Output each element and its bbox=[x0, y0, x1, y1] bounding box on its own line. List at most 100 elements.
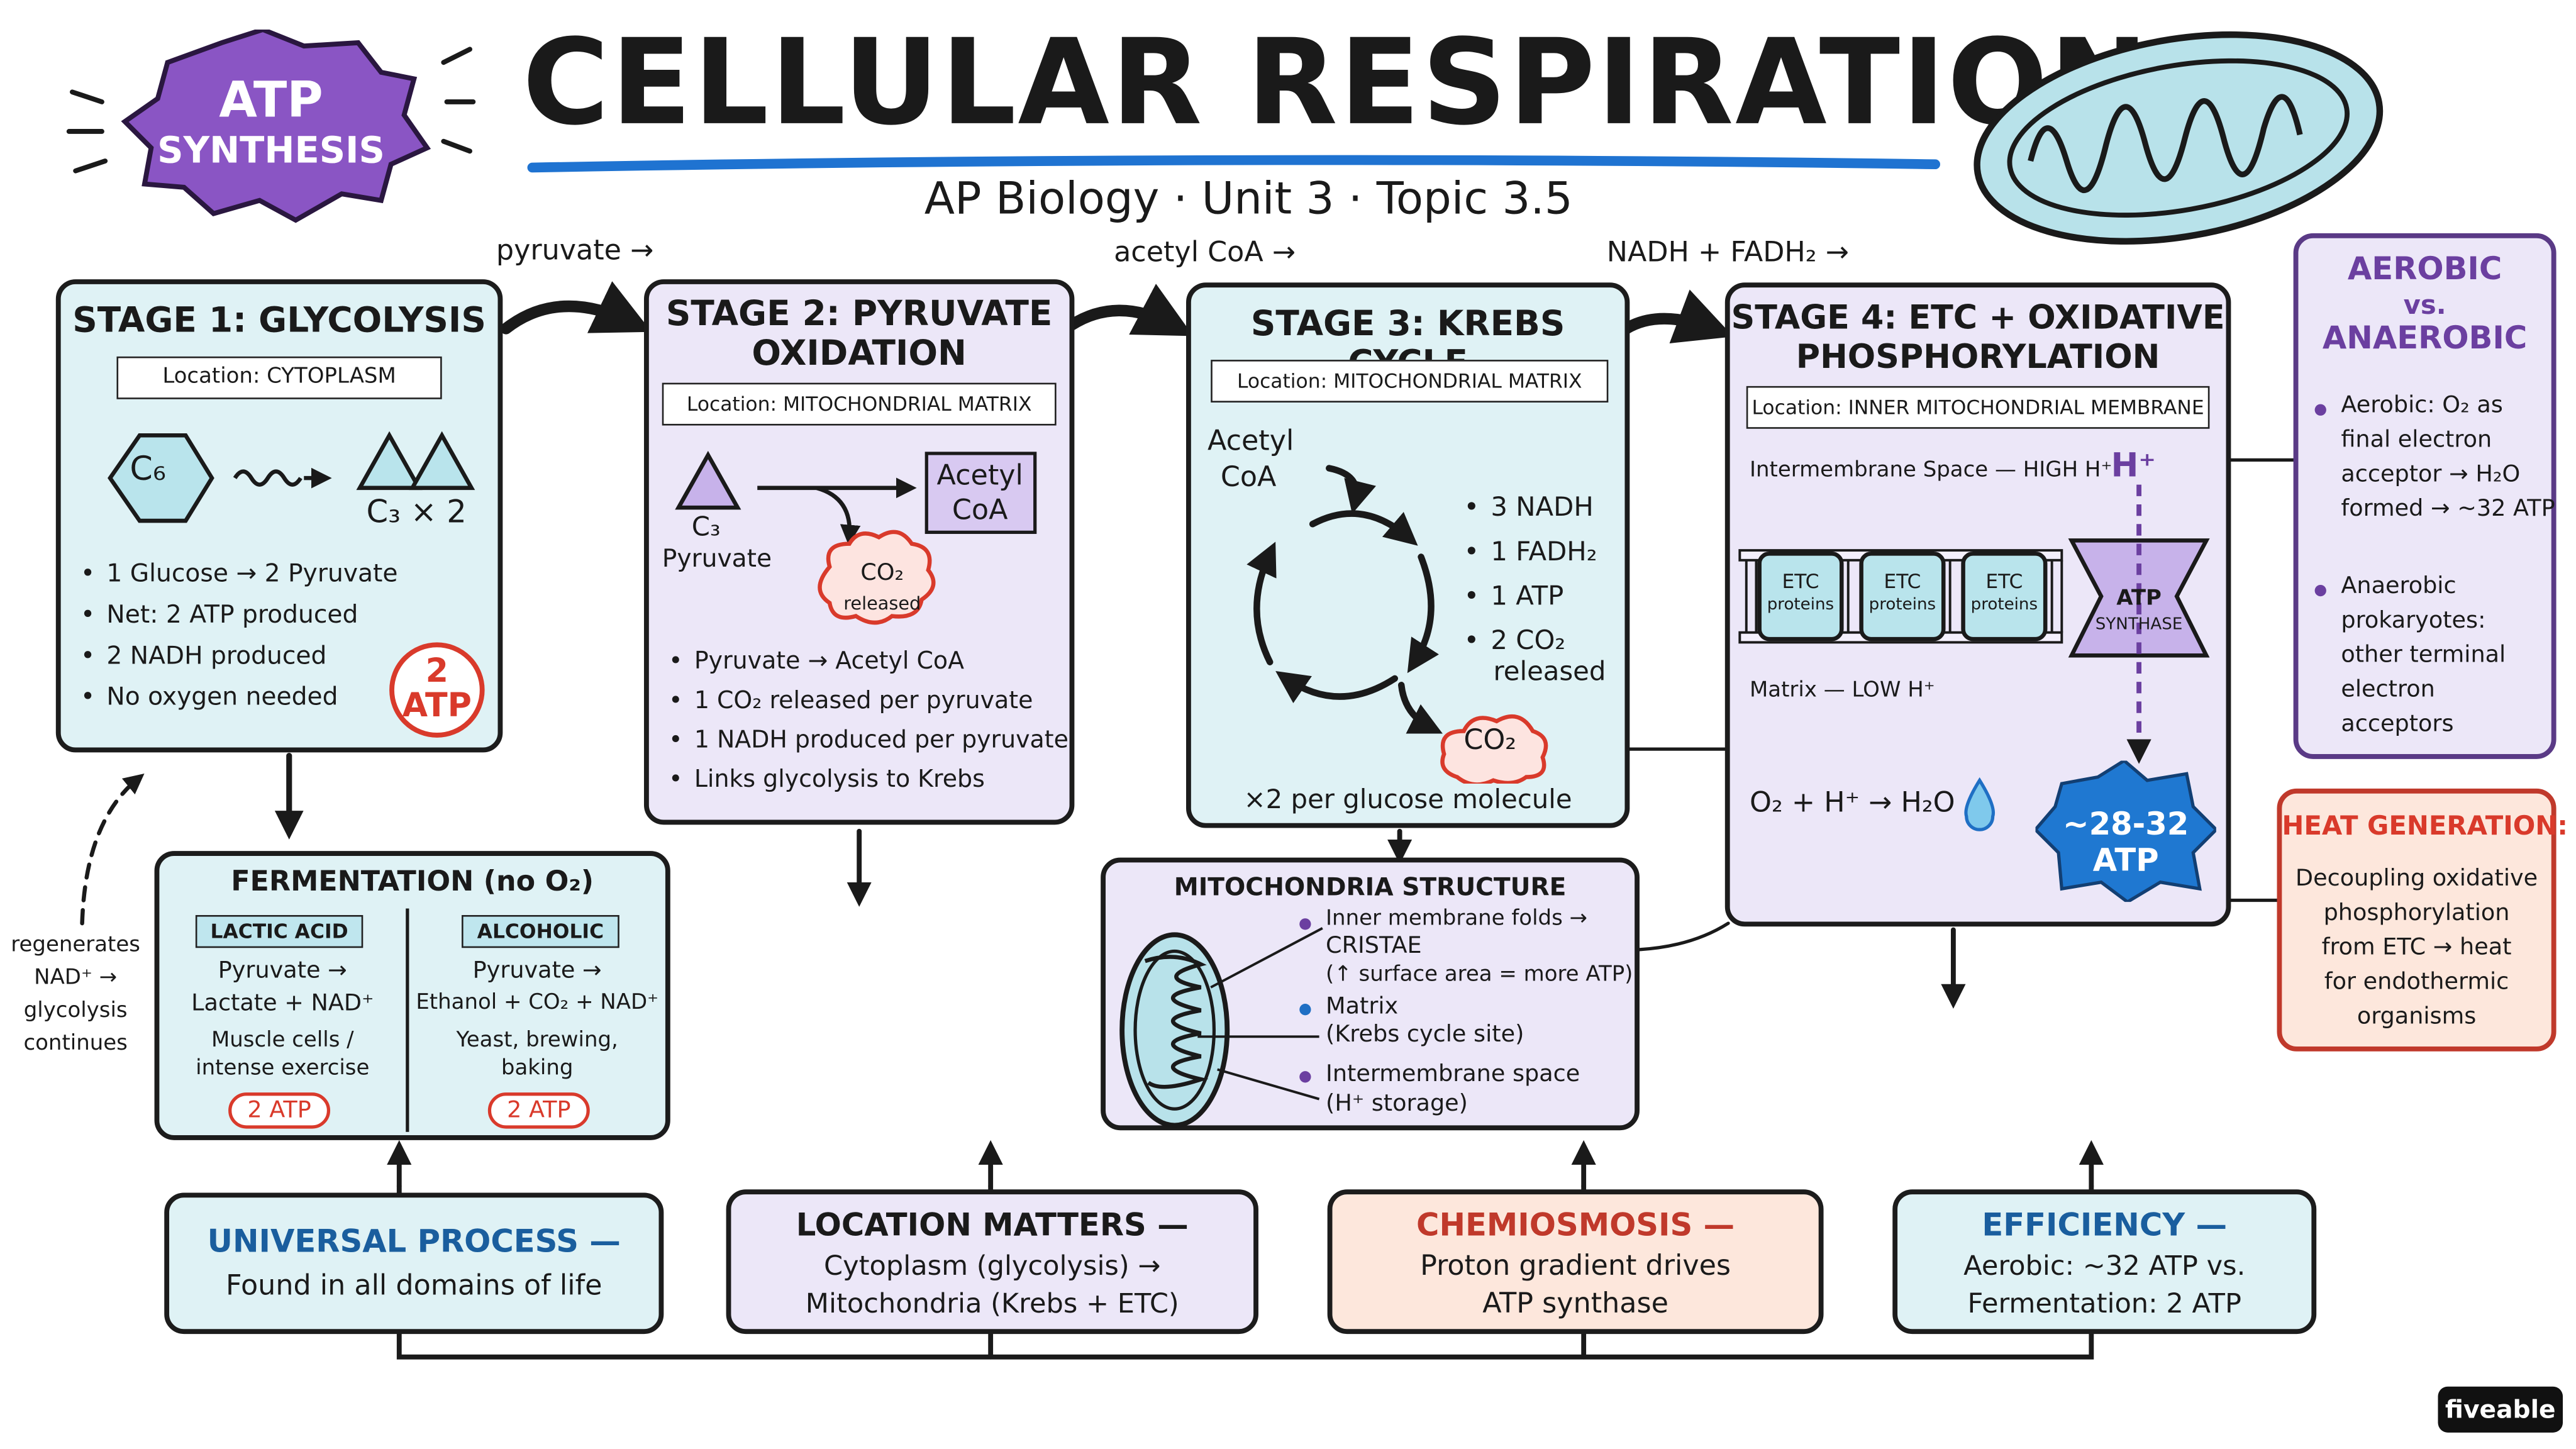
intermembrane-label: Intermembrane Space — HIGH H⁺ bbox=[1749, 458, 2112, 483]
flow-label-nadh-fadh2: NADH + FADH₂ → bbox=[1606, 236, 1849, 270]
fiveable-logo[interactable]: fiveable bbox=[2438, 1386, 2563, 1433]
atp-yield-line1: ~28-32 bbox=[2063, 806, 2189, 843]
etc-label: ETC bbox=[1782, 570, 1819, 594]
fermentation-panel: FERMENTATION (no O₂) LACTIC ACID Pyruvat… bbox=[154, 851, 670, 1140]
co2-label: CO₂ bbox=[860, 560, 904, 587]
stage1-bullet: 1 Glucose → 2 Pyruvate bbox=[80, 553, 397, 594]
acetyl-coa-label-line1: Acetyl bbox=[1207, 425, 1294, 458]
aerobic-vs-anaerobic-panel: AEROBIC vs. ANAEROBIC Aerobic: O₂ as fin… bbox=[2293, 233, 2557, 759]
etc-proteins-label: proteins bbox=[1970, 596, 2038, 614]
stage2-location: Location: MITOCHONDRIAL MATRIX bbox=[662, 382, 1057, 426]
stage2-title-line1: STAGE 2: PYRUVATE bbox=[665, 294, 1053, 334]
universal-process-card: UNIVERSAL PROCESS — Found in all domains… bbox=[164, 1192, 664, 1335]
stage4-title-line1: STAGE 4: ETC + OXIDATIVE bbox=[1731, 297, 2225, 337]
mitochondrion-icon bbox=[1119, 927, 1323, 1128]
heat-generation-panel: HEAT GENERATION: Decoupling oxidative ph… bbox=[2277, 788, 2568, 1052]
alcoholic-atp-badge: 2 ATP bbox=[487, 1092, 590, 1129]
stage4-title-line2: PHOSPHORYLATION bbox=[1796, 336, 2160, 377]
atp-synthase-label-line2: SYNTHASE bbox=[2095, 616, 2183, 635]
triangle-icon bbox=[675, 450, 741, 510]
acetyl-coa-label-line2: CoA bbox=[1220, 462, 1277, 495]
cycle-arrows-icon bbox=[1246, 465, 1443, 734]
stage1-bullet: 2 NADH produced bbox=[80, 636, 398, 677]
flow-label-pyruvate: pyruvate → bbox=[496, 235, 654, 268]
location-matters-card: LOCATION MATTERS — Cytoplasm (glycolysis… bbox=[726, 1189, 1258, 1335]
matrix-label: Matrix — LOW H⁺ bbox=[1749, 678, 1935, 704]
etc-label: ETC bbox=[1884, 570, 1921, 594]
stage1-glycolysis-panel: STAGE 1: GLYCOLYSIS Location: CYTOPLASM … bbox=[55, 279, 503, 753]
lactic-acid-label: LACTIC ACID bbox=[195, 914, 364, 948]
cloud-icon bbox=[1440, 714, 1548, 784]
etc-proteins-label: proteins bbox=[1767, 596, 1835, 614]
atp-synthase-label-line1: ATP bbox=[2116, 586, 2162, 611]
stage1-location: Location: CYTOPLASM bbox=[116, 356, 442, 399]
lactic-atp-badge: 2 ATP bbox=[228, 1092, 331, 1129]
stage3-location: Location: MITOCHONDRIAL MATRIX bbox=[1211, 360, 1609, 402]
cloud-icon bbox=[818, 530, 936, 625]
regenerates-note-line4: continues bbox=[23, 1031, 128, 1057]
water-equation: O₂ + H⁺ → H₂O bbox=[1749, 787, 1955, 820]
c3-label: C₃ bbox=[691, 511, 721, 543]
etc-proteins-label: proteins bbox=[1868, 596, 1936, 614]
atp-synthase-icon bbox=[2068, 538, 2210, 658]
title-underline bbox=[527, 155, 1941, 173]
mitochondrion-icon bbox=[1974, 31, 2384, 245]
krebs-outputs: 3 NADH 1 FADH₂ 1 ATP 2 CO₂ bbox=[1463, 485, 1597, 662]
chemiosmosis-card: CHEMIOSMOSIS — Proton gradient drives AT… bbox=[1327, 1189, 1824, 1335]
stage1-bullets: 1 Glucose → 2 Pyruvate Net: 2 ATP produc… bbox=[80, 553, 398, 718]
stage1-title: STAGE 1: GLYCOLYSIS bbox=[72, 301, 486, 340]
stage2-bullet: 1 NADH produced per pyruvate bbox=[669, 721, 1069, 761]
stage2-bullet: 1 CO₂ released per pyruvate bbox=[669, 682, 1069, 721]
stage3-krebs-cycle-panel: STAGE 3: KREBS CYCLE Location: MITOCHOND… bbox=[1186, 282, 1630, 828]
stage2-title-line2: OXIDATION bbox=[752, 333, 967, 373]
co2-released-label: released bbox=[843, 593, 921, 614]
krebs-per-glucose: ×2 per glucose molecule bbox=[1243, 784, 1572, 815]
arrow-stage1-to-stage2 bbox=[500, 281, 652, 335]
stage2-bullet: Pyruvate → Acetyl CoA bbox=[669, 642, 1069, 682]
regenerates-note-line1: regenerates bbox=[11, 933, 140, 958]
atp-yield-line2: ATP bbox=[2092, 843, 2159, 879]
atp-synthesis-badge bbox=[66, 30, 476, 223]
triangle-icon bbox=[409, 431, 475, 491]
water-drop-icon bbox=[1964, 777, 1995, 831]
arrow-stage3-to-stage4 bbox=[1620, 289, 1734, 343]
arrow-regenerates-nad bbox=[80, 773, 145, 926]
fermentation-title: FERMENTATION (no O₂) bbox=[231, 865, 594, 899]
stage4-etc-panel: STAGE 4: ETC + OXIDATIVE PHOSPHORYLATION… bbox=[1724, 282, 2231, 927]
krebs-output: 1 FADH₂ bbox=[1463, 529, 1597, 574]
starburst-icon bbox=[121, 30, 431, 223]
stage1-bullet: No oxygen needed bbox=[80, 677, 398, 718]
stage4-location: Location: INNER MITOCHONDRIAL MEMBRANE bbox=[1746, 386, 2210, 429]
regenerates-note-line2: NAD⁺ → bbox=[34, 965, 118, 991]
arrow-stage2-to-stage3 bbox=[1065, 284, 1194, 336]
alcoholic-label: ALCOHOLIC bbox=[462, 914, 619, 948]
triangle-icon bbox=[356, 431, 423, 491]
h-plus-label: H⁺ bbox=[2111, 445, 2156, 485]
krebs-co2-released: released bbox=[1493, 655, 1606, 687]
etc-protein-3 bbox=[1961, 552, 2048, 641]
etc-label: ETC bbox=[1985, 570, 2023, 594]
atp-yield-badge: 2 ATP bbox=[389, 642, 485, 738]
hexagon-icon bbox=[108, 433, 214, 523]
efficiency-card: EFFICIENCY — Aerobic: ~32 ATP vs. Fermen… bbox=[1892, 1189, 2317, 1335]
regenerates-note-line3: glycolysis bbox=[23, 999, 128, 1024]
krebs-co2-cloud-label: CO₂ bbox=[1463, 724, 1517, 758]
page-title: CELLULAR RESPIRATION bbox=[522, 13, 2150, 152]
pyruvate-oxidation-graphic bbox=[675, 450, 936, 625]
page-subtitle: AP Biology · Unit 3 · Topic 3.5 bbox=[924, 174, 1573, 225]
acetyl-coa-box: Acetyl CoA bbox=[924, 452, 1037, 534]
stage2-pyruvate-oxidation-panel: STAGE 2: PYRUVATE OXIDATION Location: MI… bbox=[643, 279, 1075, 825]
stage2-bullet: Links glycolysis to Krebs bbox=[669, 760, 1069, 800]
etc-protein-1 bbox=[1757, 552, 1844, 641]
etc-protein-2 bbox=[1859, 552, 1946, 641]
krebs-output: 3 NADH bbox=[1463, 485, 1597, 530]
glucose-split-graphic bbox=[108, 431, 475, 523]
mitochondria-structure-panel: MITOCHONDRIA STRUCTURE Inner membrane fo… bbox=[1101, 857, 1640, 1131]
badge-line1: ATP bbox=[219, 72, 323, 130]
c3x2-label: C₃ × 2 bbox=[366, 494, 467, 531]
krebs-output: 1 ATP bbox=[1463, 574, 1597, 618]
badge-line2: SYNTHESIS bbox=[157, 131, 385, 173]
pyruvate-label: Pyruvate bbox=[662, 543, 772, 574]
stage2-bullets: Pyruvate → Acetyl CoA 1 CO₂ released per… bbox=[669, 642, 1069, 800]
